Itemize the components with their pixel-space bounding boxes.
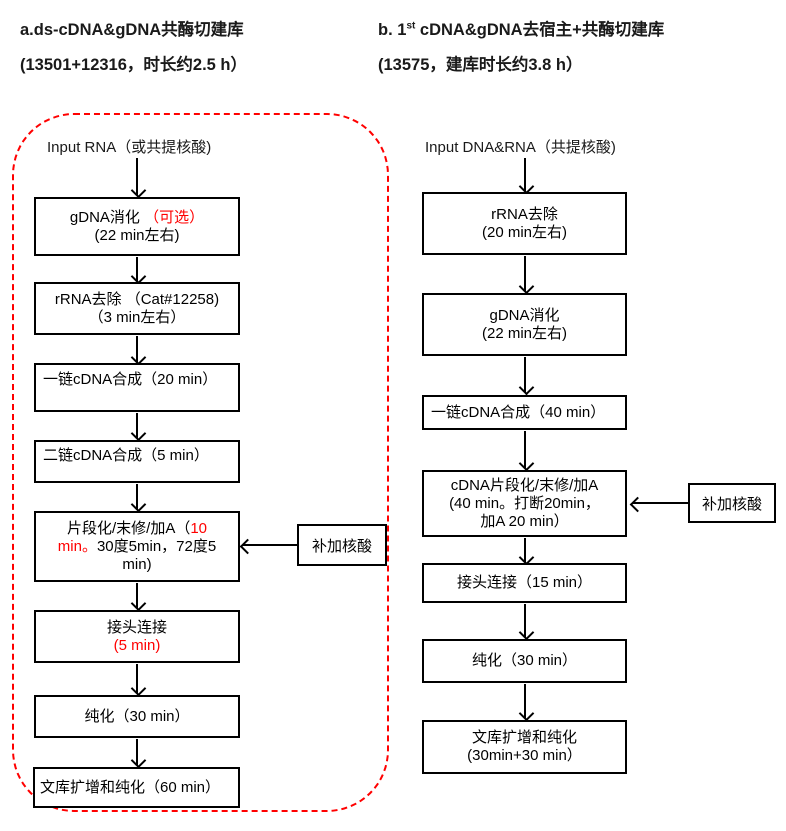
box-line: (30min+30 min）: [467, 747, 582, 764]
flow-box-b-purification: 纯化（30 min）: [422, 639, 627, 683]
box-line: （3 min左右）: [88, 308, 186, 326]
side-box-b-add-nucleic-acid: 补加核酸: [688, 483, 776, 523]
box-line: 片段化/末修/加A（10: [66, 519, 208, 537]
box-line: min。30度5min，72度5: [57, 537, 217, 555]
box-line: gDNA消化 （可选）: [69, 208, 205, 226]
box-line: 加A 20 min）: [480, 512, 569, 530]
arrow-down-icon: [136, 664, 138, 693]
arrow-down-icon: [136, 583, 138, 608]
arrow-down-icon: [524, 431, 526, 468]
panel-b-title-superscript: st: [406, 20, 416, 32]
box-line: (22 min左右): [94, 226, 180, 244]
arrow-down-icon: [524, 158, 526, 191]
box-line: (20 min左右): [481, 223, 567, 241]
box-line: 文库扩增和纯化（60 min）: [40, 778, 221, 796]
flow-box-b-library-amplification: 文库扩增和纯化 (30min+30 min）: [422, 720, 627, 774]
panel-b-title-rest: cDNA&gDNA去宿主+共酶切建库: [415, 21, 665, 39]
box-line: 一链cDNA合成（20 min）: [43, 371, 218, 388]
box-line: 接头连接（15 min）: [456, 574, 593, 591]
box-line: gDNA消化: [489, 306, 560, 324]
arrow-down-icon: [136, 413, 138, 438]
flow-box-a-second-strand: 二链cDNA合成（5 min）: [34, 440, 240, 483]
panel-a-subtitle: (13501+12316，时长约2.5 h）: [20, 56, 247, 74]
box-line: 文库扩增和纯化: [471, 729, 577, 746]
side-box-a-add-nucleic-acid: 补加核酸: [297, 524, 387, 566]
arrow-left-icon: [633, 502, 688, 504]
box-line: (5 min): [113, 636, 161, 654]
box-line: (22 min左右): [481, 324, 567, 342]
arrow-down-icon: [136, 739, 138, 765]
flow-box-a-gdna-digest: gDNA消化 （可选） (22 min左右): [34, 197, 240, 256]
panel-b-title-prefix: b. 1: [378, 21, 407, 39]
box-line: 纯化（30 min）: [84, 707, 190, 725]
arrow-down-icon: [524, 256, 526, 291]
flow-box-a-adapter-ligation: 接头连接 (5 min): [34, 610, 240, 663]
box-line: rRNA去除 （Cat#12258): [54, 290, 220, 308]
panel-a-dashed-outline: [12, 113, 389, 812]
arrow-down-icon: [524, 604, 526, 637]
panel-b-subtitle: (13575，建库时长约3.8 h）: [378, 56, 583, 74]
flow-box-b-gdna-digest: gDNA消化 (22 min左右): [422, 293, 627, 356]
panel-b-input-label: Input DNA&RNA（共提核酸): [425, 139, 616, 156]
flow-box-a-library-amplification: 文库扩增和纯化（60 min）: [33, 767, 240, 808]
flow-box-b-adapter-ligation: 接头连接（15 min）: [422, 563, 627, 603]
panel-a-title: a.ds-cDNA&gDNA共酶切建库: [20, 21, 244, 39]
flow-box-b-first-strand: 一链cDNA合成（40 min）: [422, 395, 627, 430]
panel-b-title: b. 1st cDNA&gDNA去宿主+共酶切建库: [378, 16, 664, 40]
arrow-down-icon: [524, 538, 526, 562]
flow-box-a-purification: 纯化（30 min）: [34, 695, 240, 738]
arrow-down-icon: [136, 257, 138, 281]
arrow-down-icon: [524, 357, 526, 392]
box-line: 二链cDNA合成（5 min）: [43, 447, 209, 464]
box-line: rRNA去除: [491, 205, 558, 223]
box-line: 纯化（30 min）: [471, 652, 578, 669]
box-line: (40 min。打断20min，: [449, 494, 600, 512]
flow-box-a-rrna-removal: rRNA去除 （Cat#12258) （3 min左右）: [34, 282, 240, 335]
arrow-down-icon: [524, 684, 526, 718]
flow-box-a-fragmentation: 片段化/末修/加A（10 min。30度5min，72度5 min): [34, 511, 240, 582]
box-line: min): [122, 555, 152, 573]
arrow-down-icon: [136, 158, 138, 195]
box-line: 接头连接: [106, 618, 167, 636]
panel-a-input-label: Input RNA（或共提核酸): [47, 139, 212, 156]
arrow-down-icon: [136, 484, 138, 509]
box-line: cDNA片段化/末修/加A: [450, 476, 599, 494]
flow-box-a-first-strand: 一链cDNA合成（20 min）: [34, 363, 240, 412]
arrow-down-icon: [136, 336, 138, 362]
arrow-left-icon: [243, 544, 297, 546]
flow-box-b-cdna-fragmentation: cDNA片段化/末修/加A (40 min。打断20min， 加A 20 min…: [422, 470, 627, 537]
flow-box-b-rrna-removal: rRNA去除 (20 min左右): [422, 192, 627, 255]
box-line: 一链cDNA合成（40 min）: [431, 403, 606, 421]
